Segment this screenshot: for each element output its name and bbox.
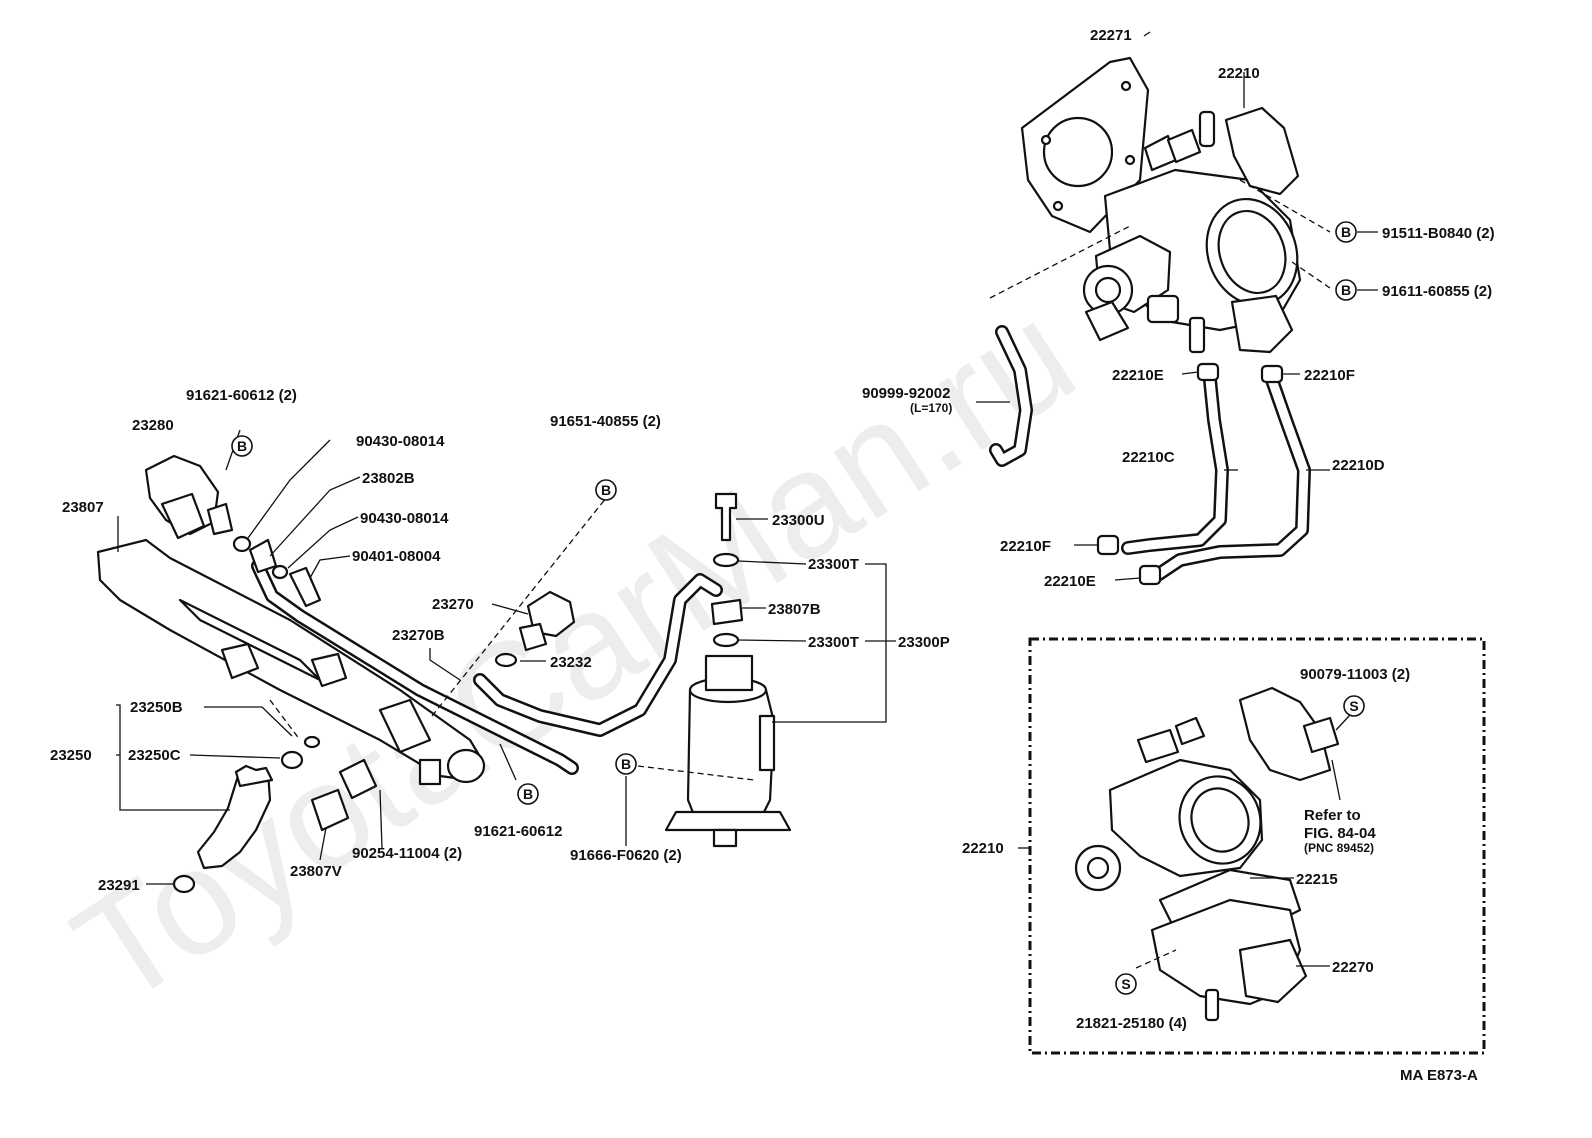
label-91621-top: 91621-60612 (2) bbox=[186, 387, 297, 404]
label-23300U: 23300U bbox=[772, 512, 825, 529]
bolt-callout-3: B bbox=[231, 435, 253, 457]
label-90079: 90079-11003 (2) bbox=[1300, 666, 1410, 683]
insulator-23291 bbox=[172, 874, 196, 894]
injector-23250 bbox=[196, 770, 272, 870]
screw-callout-1: S bbox=[1343, 695, 1365, 717]
union-bolt-23300U bbox=[714, 492, 738, 542]
bolt-90401 bbox=[288, 566, 322, 608]
fuel-filter-23300P bbox=[686, 688, 776, 822]
label-23270: 23270 bbox=[432, 596, 474, 613]
label-22210F-b: 22210F bbox=[1000, 538, 1051, 555]
svg-text:B: B bbox=[1341, 282, 1351, 298]
label-22210E-a: 22210E bbox=[1112, 367, 1164, 384]
bolt-callout-4: B bbox=[595, 479, 617, 501]
label-91666: 91666-F0620 (2) bbox=[570, 847, 682, 864]
bolt-callout-1: B bbox=[1335, 221, 1357, 243]
svg-text:B: B bbox=[601, 482, 611, 498]
clamp-22210F-lower bbox=[1096, 534, 1120, 556]
label-90430-a: 90430-08014 bbox=[356, 433, 445, 450]
label-90999-length: (L=170) bbox=[910, 401, 952, 415]
collar-90254 bbox=[338, 758, 378, 800]
gasket-bore bbox=[1042, 116, 1114, 188]
label-22210E-b: 22210E bbox=[1044, 573, 1096, 590]
gasket-23300T-top bbox=[712, 552, 740, 568]
label-23807B: 23807B bbox=[768, 601, 821, 618]
svg-text:B: B bbox=[523, 786, 533, 802]
throttle-position-sensor bbox=[1224, 106, 1300, 196]
label-23291: 23291 bbox=[98, 877, 140, 894]
label-refer-pnc: (PNC 89452) bbox=[1304, 841, 1374, 855]
label-90254: 90254-11004 (2) bbox=[352, 845, 462, 862]
throttle-body-assembly bbox=[976, 31, 1331, 586]
label-22210-inset: 22210 bbox=[962, 840, 1004, 857]
label-21821: 21821-25180 (4) bbox=[1076, 1015, 1187, 1032]
clamp-22210E bbox=[1196, 362, 1220, 382]
bolt-callout-5: B bbox=[615, 753, 637, 775]
label-23232: 23232 bbox=[550, 654, 592, 671]
label-22210-top: 22210 bbox=[1218, 65, 1260, 82]
svg-text:B: B bbox=[1341, 224, 1351, 240]
label-22271: 22271 bbox=[1090, 27, 1132, 44]
svg-text:S: S bbox=[1349, 698, 1358, 714]
svg-text:B: B bbox=[621, 756, 631, 772]
label-23300P: 23300P bbox=[898, 634, 950, 651]
union-23807B bbox=[710, 598, 744, 626]
label-23807V: 23807V bbox=[290, 863, 342, 880]
label-22270: 22270 bbox=[1332, 959, 1374, 976]
label-90401: 90401-08004 bbox=[352, 548, 441, 565]
label-22210C: 22210C bbox=[1122, 449, 1175, 466]
svg-text:S: S bbox=[1121, 976, 1130, 992]
label-23802B: 23802B bbox=[362, 470, 415, 487]
label-22210D: 22210D bbox=[1332, 457, 1385, 474]
label-91621-bottom: 91621-60612 bbox=[474, 823, 562, 840]
label-23280: 23280 bbox=[132, 417, 174, 434]
label-23300T-a: 23300T bbox=[808, 556, 859, 573]
screw-callout-2: S bbox=[1115, 973, 1137, 995]
o-ring-23232 bbox=[494, 652, 518, 668]
svg-text:B: B bbox=[237, 438, 247, 454]
clamp-22210F bbox=[1260, 364, 1284, 384]
label-23300T-b: 23300T bbox=[808, 634, 859, 651]
bolt-callout-2: B bbox=[1335, 279, 1357, 301]
label-23250B: 23250B bbox=[130, 699, 183, 716]
gasket-90430 bbox=[232, 535, 252, 553]
label-91511: 91511-B0840 (2) bbox=[1382, 225, 1495, 242]
label-23270B: 23270B bbox=[392, 627, 445, 644]
figure-code: MA E873-A bbox=[1400, 1067, 1478, 1084]
o-ring-23250B bbox=[303, 735, 321, 749]
gasket-23300T-bottom bbox=[712, 632, 740, 648]
inset-frame bbox=[1028, 637, 1486, 1055]
label-22210F-a: 22210F bbox=[1304, 367, 1355, 384]
label-90430-b: 90430-08014 bbox=[360, 510, 449, 527]
label-23807: 23807 bbox=[62, 499, 104, 516]
injector-assembly bbox=[116, 699, 383, 894]
label-23250: 23250 bbox=[50, 747, 92, 764]
clamp-22210E-lower bbox=[1138, 564, 1162, 586]
label-23250C: 23250C bbox=[128, 747, 181, 764]
fuel-filter-assembly bbox=[429, 492, 896, 848]
throttle-body-inset bbox=[1018, 686, 1351, 1022]
insulator-23807V bbox=[310, 788, 350, 832]
label-refer-fig: FIG. 84-04 bbox=[1304, 825, 1376, 842]
label-22215: 22215 bbox=[1296, 871, 1338, 888]
bolt-callout-6: B bbox=[517, 783, 539, 805]
fuel-rail-assembly bbox=[96, 429, 579, 786]
label-91611: 91611-60855 (2) bbox=[1382, 283, 1492, 300]
throttle-sensor-inset bbox=[1238, 686, 1332, 782]
label-90999: 90999-92002 bbox=[862, 385, 950, 402]
label-91651: 91651-40855 (2) bbox=[550, 413, 661, 430]
label-refer-to: Refer to bbox=[1304, 807, 1361, 824]
grommet-23250C bbox=[280, 750, 304, 770]
